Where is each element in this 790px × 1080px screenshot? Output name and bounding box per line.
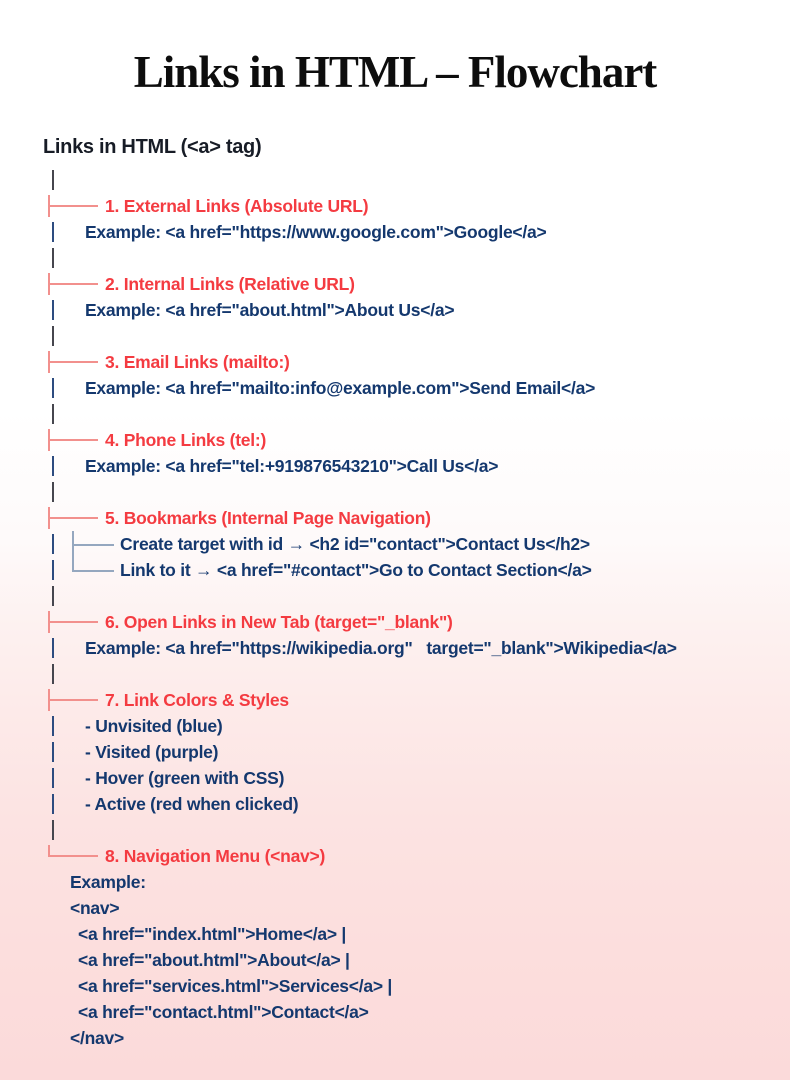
tree-vertical-line	[52, 170, 54, 190]
tree-vertical-line	[52, 586, 54, 606]
flow-row: Example: <a href="mailto:info@example.co…	[0, 375, 790, 401]
flow-row: Create target with id → <h2 id="contact"…	[0, 531, 790, 557]
code-example-text: <a href="contact.html">Contact</a>	[78, 1002, 369, 1022]
tree-branch-connector	[48, 439, 98, 441]
flow-row	[0, 479, 790, 505]
tree-vertical-line	[52, 820, 54, 840]
flow-row: 6. Open Links in New Tab (target="_blank…	[0, 609, 790, 635]
tree-vertical-line	[52, 664, 54, 684]
flow-row: <nav>	[0, 895, 790, 921]
code-example-text: <a href="services.html">Services</a> |	[78, 976, 393, 996]
list-item-text: - Hover (green with CSS)	[85, 768, 285, 788]
tree-vertical-line	[52, 638, 54, 658]
code-example-text: Example: <a href="https://www.google.com…	[85, 222, 547, 242]
code-example-text: Link to it → <a href="#contact">Go to Co…	[120, 560, 592, 580]
flow-row: - Active (red when clicked)	[0, 791, 790, 817]
flow-row	[0, 245, 790, 271]
list-item-text: - Active (red when clicked)	[85, 794, 299, 814]
flow-row: 3. Email Links (mailto:)	[0, 349, 790, 375]
tree-vertical-line	[52, 742, 54, 762]
tree-branch-connector	[48, 517, 98, 519]
list-item-text: - Visited (purple)	[85, 742, 219, 762]
tree-vertical-line	[52, 534, 54, 554]
tree-vertical-line	[52, 482, 54, 502]
flow-row	[0, 661, 790, 687]
flow-row: <a href="about.html">About</a> |	[0, 947, 790, 973]
tree-vertical-line	[52, 768, 54, 788]
tree-branch-connector	[48, 361, 98, 363]
flow-row	[0, 583, 790, 609]
flow-row: <a href="services.html">Services</a> |	[0, 973, 790, 999]
flow-row: <a href="contact.html">Contact</a>	[0, 999, 790, 1025]
section-heading: 8. Navigation Menu (<nav>)	[105, 846, 326, 866]
flow-row: - Hover (green with CSS)	[0, 765, 790, 791]
code-example-text: </nav>	[70, 1028, 124, 1048]
list-item-text: - Unvisited (blue)	[85, 716, 223, 736]
tree-vertical-line	[52, 300, 54, 320]
flow-row: Example: <a href="https://wikipedia.org"…	[0, 635, 790, 661]
section-heading: 6. Open Links in New Tab (target="_blank…	[105, 612, 453, 632]
tree-vertical-line	[52, 794, 54, 814]
flow-row: 2. Internal Links (Relative URL)	[0, 271, 790, 297]
flow-row	[0, 401, 790, 427]
flowchart-tree: 1. External Links (Absolute URL) Example…	[0, 167, 790, 1051]
flow-row: Example: <a href="about.html">About Us</…	[0, 297, 790, 323]
section-heading: 1. External Links (Absolute URL)	[105, 196, 369, 216]
code-example-text: Example: <a href="about.html">About Us</…	[85, 300, 455, 320]
flow-row: 1. External Links (Absolute URL)	[0, 193, 790, 219]
flow-row: 4. Phone Links (tel:)	[0, 427, 790, 453]
flow-row: Example: <a href="tel:+919876543210">Cal…	[0, 453, 790, 479]
page-title: Links in HTML – Flowchart	[133, 47, 658, 97]
flow-row	[0, 167, 790, 193]
tree-vertical-line	[52, 560, 54, 580]
code-example-text: Example: <a href="mailto:info@example.co…	[85, 378, 596, 398]
tree-branch-connector	[48, 205, 98, 207]
flow-row: 8. Navigation Menu (<nav>)	[0, 843, 790, 869]
tree-vertical-line	[52, 222, 54, 242]
code-example-text: Create target with id → <h2 id="contact"…	[120, 534, 590, 554]
tree-branch-connector	[48, 699, 98, 701]
flow-row	[0, 323, 790, 349]
tree-vertical-line	[52, 326, 54, 346]
flowchart-root-label: Links in HTML (<a> tag)	[43, 136, 262, 158]
code-example-text: Example: <a href="https://wikipedia.org"…	[85, 638, 677, 658]
tree-branch-connector	[48, 283, 98, 285]
tree-vertical-line	[52, 456, 54, 476]
flow-row	[0, 817, 790, 843]
flow-row: 7. Link Colors & Styles	[0, 687, 790, 713]
tree-vertical-line	[52, 716, 54, 736]
tree-branch-connector	[48, 845, 50, 856]
code-example-text: <a href="index.html">Home</a> |	[78, 924, 347, 944]
section-heading: 4. Phone Links (tel:)	[105, 430, 267, 450]
flow-row: 5. Bookmarks (Internal Page Navigation)	[0, 505, 790, 531]
tree-subbranch-connector	[72, 570, 114, 572]
code-example-text: Example:	[70, 872, 146, 892]
flow-row: - Visited (purple)	[0, 739, 790, 765]
section-heading: 2. Internal Links (Relative URL)	[105, 274, 355, 294]
flow-row: </nav>	[0, 1025, 790, 1051]
tree-subbranch-connector	[72, 557, 74, 571]
tree-subbranch-connector	[72, 544, 114, 546]
tree-branch-connector	[48, 855, 98, 857]
flow-row: Example:	[0, 869, 790, 895]
code-example-text: <nav>	[70, 898, 120, 918]
section-heading: 3. Email Links (mailto:)	[105, 352, 290, 372]
flow-row: <a href="index.html">Home</a> |	[0, 921, 790, 947]
tree-vertical-line	[52, 248, 54, 268]
code-example-text: <a href="about.html">About</a> |	[78, 950, 350, 970]
tree-vertical-line	[52, 378, 54, 398]
flow-row: Example: <a href="https://www.google.com…	[0, 219, 790, 245]
flow-row: Link to it → <a href="#contact">Go to Co…	[0, 557, 790, 583]
section-heading: 5. Bookmarks (Internal Page Navigation)	[105, 508, 431, 528]
section-heading: 7. Link Colors & Styles	[105, 690, 289, 710]
code-example-text: Example: <a href="tel:+919876543210">Cal…	[85, 456, 499, 476]
tree-branch-connector	[48, 621, 98, 623]
flow-row: - Unvisited (blue)	[0, 713, 790, 739]
tree-vertical-line	[52, 404, 54, 424]
